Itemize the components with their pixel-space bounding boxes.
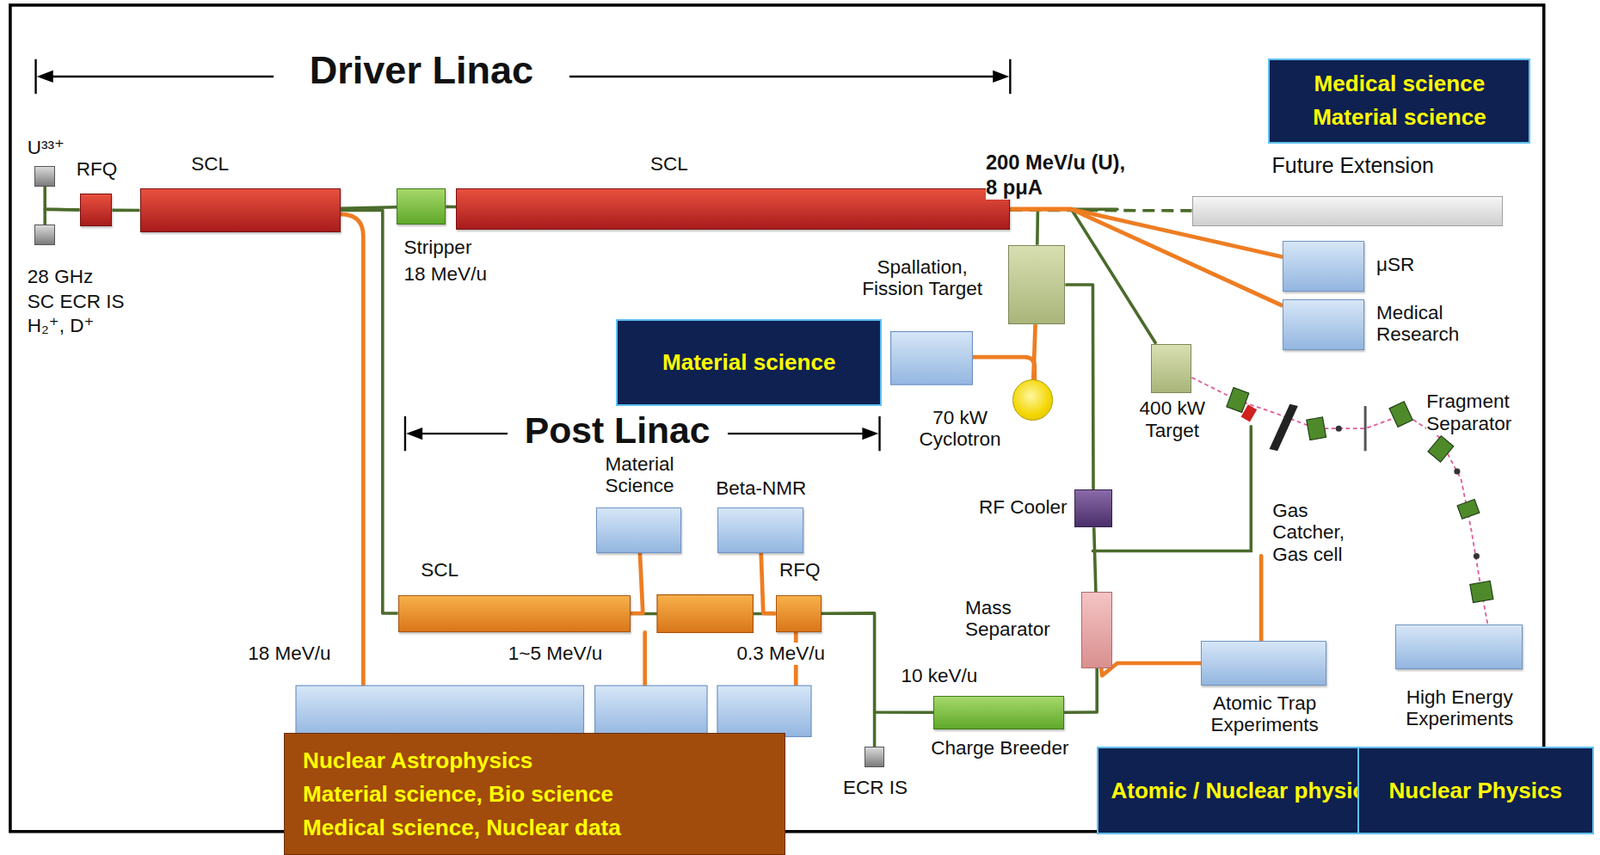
annotation: 10 keV/u [900,664,993,687]
mass-separator: Mass Separator [1081,591,1113,669]
field-callout: Nuclear AstrophysicsMaterial science, Bi… [283,732,787,855]
field-callout: Medical scienceMaterial science [1267,58,1531,145]
box-label: 70 kW Cyclotron [898,406,1022,450]
linac-section: SCL [455,188,1010,229]
beam-device: Charge Breeder [933,695,1065,730]
beam-lines [340,209,1262,747]
box-label: 400 kW Target [1120,397,1224,441]
linac-section [657,595,753,634]
box-label: Stripper [404,236,517,259]
beam-device: Stripper18 MeV/u [396,188,446,225]
annotation: Fragment Separator [1426,390,1534,434]
box-label: SCL [169,153,252,175]
beam-line [445,205,456,210]
beam-line [1064,284,1094,490]
box-label: μSR [1376,253,1448,276]
beam-line [340,207,397,210]
callout-text: Nuclear Astrophysics [302,744,533,778]
box-label: RFQ [45,158,148,180]
box-label: Future Extension [1230,153,1476,179]
callout-text: Nuclear Physics [1389,774,1564,808]
ion-source: ECR IS [864,746,886,768]
annotation: 18 MeV/u [247,642,351,665]
cyclotron: 70 kW Cyclotron [1012,379,1053,420]
box-label: High Energy Experiments [1385,686,1534,730]
beam-line [1009,209,1038,246]
transfer-line [761,553,776,614]
box-label: Material Science [588,453,691,497]
box-label: RF Cooler [960,496,1067,518]
ion-source: U³³⁺ [34,166,56,187]
future-extension: Future Extension [1192,196,1504,228]
beam-line [44,186,80,210]
box-label: Medical Research [1376,301,1484,345]
field-callout: Material science [615,319,881,407]
box-label: RFQ [758,559,841,581]
field-callout: Nuclear Physics [1357,746,1594,835]
annotation: 1~5 MeV/u [508,642,621,665]
linac-section: RFQ [775,595,822,634]
callout-text: Atomic / Nuclear physics [1110,774,1378,808]
box-label: 18 MeV/u [404,263,517,285]
linac-section: SCL [140,188,342,233]
experiment-station: μSR [1282,240,1365,292]
transfer-line [630,553,643,614]
section-title: Driver Linac [273,49,570,93]
experiment-station: High Energy Experiments [1395,624,1523,670]
box-label: SC ECR IS [27,290,150,313]
section-title: 200 MeV/u (U), [985,151,1160,175]
callout-text: Medical science [1314,67,1486,101]
box-label: Charge Breeder [893,737,1107,759]
box-label: SCL [628,153,711,175]
box-label: Mass Separator [965,596,1073,640]
beam-line [340,209,398,614]
box-label: Beta-NMR [697,477,825,499]
annotation: Gas Catcher, Gas cell [1272,499,1365,566]
frame [10,5,1545,832]
field-callout: Atomic / Nuclear physics [1096,746,1392,835]
box-label: 28 GHz [27,265,150,288]
experiment-station: Atomic Trap Experiments [1200,640,1327,686]
box-label: Atomic Trap Experiments [1197,692,1331,736]
beam-line [112,209,141,213]
experiment-station: Beta-NMR [717,507,804,554]
box-label: ECR IS [834,776,917,799]
beam-line [44,209,80,225]
box-label: Spallation, Fission Target [845,256,999,300]
callout-text: Material science [662,345,837,380]
section-title: 8 pμA [985,176,1068,200]
linac-section: RFQ [80,193,113,227]
callout-text: Material science [1312,100,1487,135]
callout-text: Material science, Bio science [302,777,614,812]
callout-text: Medical science, Nuclear data [302,811,622,845]
beam-line [1064,668,1097,713]
box-label: U³³⁺ [27,136,89,159]
target: 400 kW Target [1150,344,1192,394]
rf-cooler: RF Cooler [1074,489,1113,528]
section-title: Post Linac [507,410,728,452]
experiment-station: Material Science [596,507,683,554]
experiment-station: Medical Research [1282,299,1365,351]
annotation: 0.3 MeV/u [736,642,839,665]
box-label: H₂⁺, D⁺ [27,314,150,337]
ion-source: 28 GHzSC ECR ISH₂⁺, D⁺ [34,224,56,246]
beam-line [1094,527,1096,592]
transfer-line [1101,663,1201,676]
box-label: SCL [404,559,476,581]
linac-section: SCL [398,595,631,634]
target: Spallation, Fission Target [1008,245,1065,326]
transfer-line [1033,324,1035,380]
